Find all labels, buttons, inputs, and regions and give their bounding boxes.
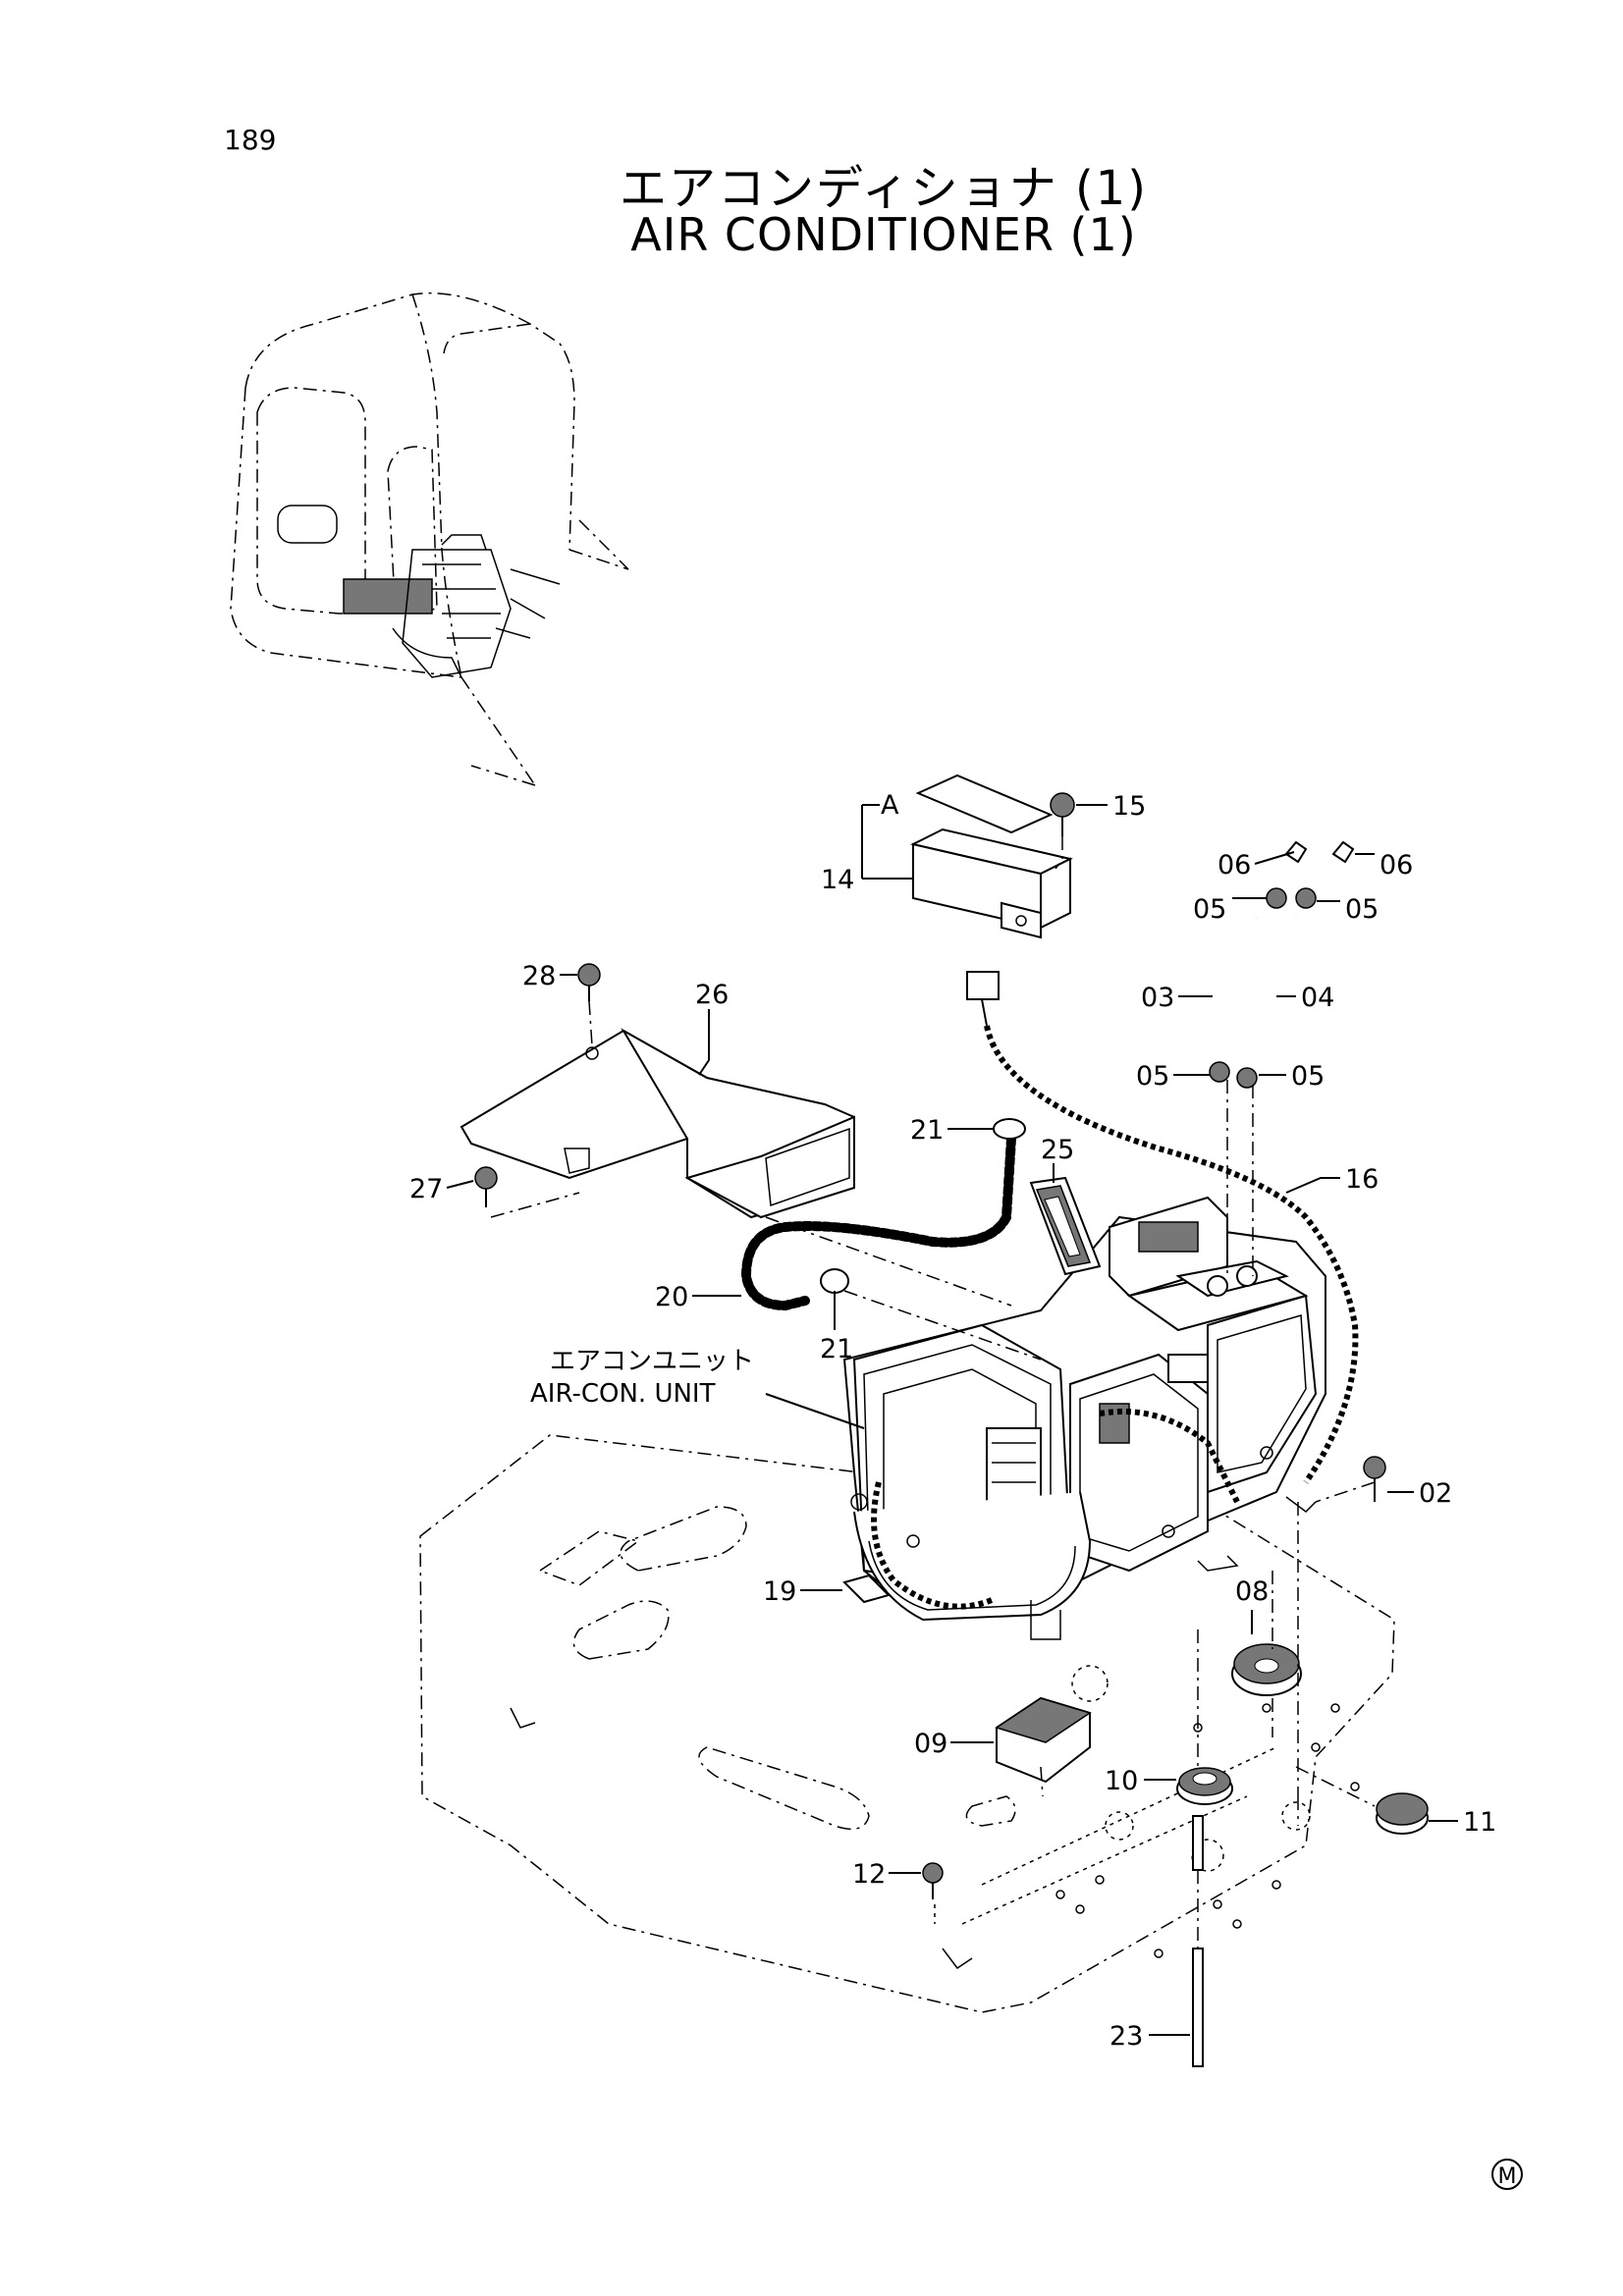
callout-26: 26	[695, 980, 729, 1010]
part-02-bolt	[1315, 1456, 1386, 1503]
callout-16: 16	[1345, 1164, 1379, 1195]
part-20-hose	[740, 1134, 1016, 1311]
callout-11: 11	[1463, 1807, 1496, 1838]
part-26-duct	[460, 1028, 855, 1219]
aircon-unit-body	[842, 1196, 1326, 1640]
corner-mark: M	[1491, 2159, 1523, 2190]
part-15-screw	[1050, 792, 1075, 870]
part-08-mount	[1231, 1643, 1302, 1696]
callout-06-left: 06	[1217, 850, 1251, 881]
callout-20: 20	[655, 1282, 688, 1312]
callout-25: 25	[1041, 1135, 1074, 1165]
part-16-harness	[966, 971, 1359, 1484]
callout-05-lower-right: 05	[1291, 1061, 1325, 1092]
callout-A: A	[881, 790, 899, 821]
callout-05-upper-left: 05	[1193, 894, 1226, 925]
part-28-screw	[577, 963, 601, 1046]
title-japanese: エアコンディショナ (1)	[620, 161, 1148, 216]
part-12-screw	[922, 1862, 944, 1924]
callout-23: 23	[1109, 2021, 1143, 2052]
callout-14: 14	[821, 865, 854, 895]
callout-10: 10	[1105, 1766, 1138, 1796]
part-03-04-pipes	[1209, 913, 1304, 1070]
page-number: 189	[224, 124, 277, 156]
part-05-nuts-upper	[1266, 887, 1317, 909]
callout-28: 28	[522, 961, 556, 991]
part-10-grommet	[1176, 1767, 1233, 1805]
pad-guide-line	[1040, 1766, 1044, 1797]
cab-overview-illustration	[230, 292, 629, 786]
unit-label-japanese: エアコンユニット	[550, 1347, 754, 1376]
callout-05-lower-left: 05	[1136, 1061, 1169, 1092]
part-21-clamps	[820, 1118, 1026, 1294]
callout-06-right: 06	[1380, 850, 1413, 881]
callout-21-lower: 21	[820, 1334, 853, 1364]
part-A-label-sheet	[915, 774, 1054, 834]
title-english: AIR CONDITIONER (1)	[630, 208, 1137, 261]
part-05-nuts-lower	[1209, 1061, 1258, 1276]
callout-05-upper-right: 05	[1345, 894, 1379, 925]
unit-label-english: AIR-CON. UNIT	[530, 1379, 716, 1409]
part-23-drain-tube	[1192, 1629, 1204, 2067]
part-19-clip	[842, 1574, 891, 1604]
part-14-controller	[910, 828, 1073, 939]
callout-12: 12	[852, 1859, 886, 1890]
callout-04: 04	[1301, 983, 1334, 1013]
callouts: 15 A 14 06 06 05 05 03 04 05 05 28 26 21…	[409, 790, 1496, 2052]
part-27-screw	[474, 1166, 580, 1218]
callout-19: 19	[763, 1576, 796, 1607]
callout-21-upper: 21	[910, 1115, 944, 1146]
part-25-gasket	[1029, 1176, 1102, 1276]
part-06-caps	[1284, 840, 1355, 864]
part-11-cap	[1295, 1766, 1429, 1835]
callout-27: 27	[409, 1174, 443, 1204]
hose-alignment-line	[843, 1290, 1042, 1361]
leader-lines	[446, 804, 1458, 2036]
callout-02: 02	[1419, 1478, 1452, 1509]
callout-03: 03	[1141, 983, 1174, 1013]
callout-15: 15	[1112, 791, 1146, 822]
corner-mark-letter: M	[1498, 2164, 1517, 2189]
part-09-pad	[995, 1696, 1092, 1784]
callout-09: 09	[914, 1729, 947, 1759]
callout-08: 08	[1235, 1576, 1269, 1607]
